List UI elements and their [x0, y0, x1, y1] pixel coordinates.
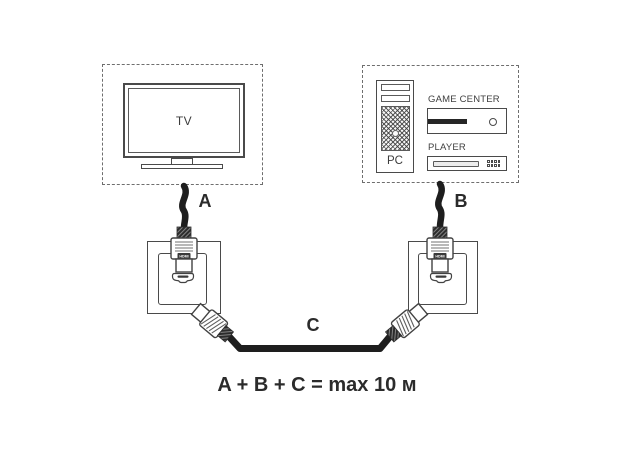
tv: TV — [123, 83, 245, 158]
game-center-unit — [427, 108, 507, 134]
player-button — [487, 163, 490, 167]
length-formula: A + B + C = max 10 м — [217, 374, 417, 396]
pc-drive-bay — [381, 84, 410, 91]
player-button — [497, 160, 501, 163]
player-button — [490, 163, 494, 167]
player-unit — [427, 156, 507, 171]
game-center-label: GAME CENTER — [428, 94, 500, 105]
tv-stand-base — [141, 164, 223, 169]
player-button — [494, 160, 497, 163]
player-disc-tray — [433, 161, 479, 167]
player-button — [490, 160, 494, 163]
pc-vent-mesh — [381, 105, 410, 151]
player-button — [494, 163, 497, 167]
tv-label: TV — [175, 113, 193, 128]
wall-plate-right-inner — [418, 253, 467, 305]
pc-drive-bay — [381, 94, 410, 102]
player-label: PLAYER — [428, 142, 466, 153]
game-center-power-button-icon — [489, 117, 497, 126]
cable-c — [225, 333, 394, 352]
cable-a-label: A — [198, 191, 212, 211]
pc-power-button-icon — [392, 130, 399, 137]
player-button — [487, 160, 490, 163]
player-buttons — [487, 160, 503, 169]
tv-screen: TV — [128, 88, 240, 153]
cable-b-label: B — [454, 191, 468, 211]
wall-plate-left-inner — [158, 253, 207, 305]
pc-tower: PC — [376, 80, 414, 173]
cable-a — [179, 182, 189, 232]
cable-c-label: C — [306, 315, 320, 335]
player-button — [497, 163, 501, 167]
cable-b — [435, 180, 445, 231]
pc-label: PC — [387, 155, 403, 167]
game-center-disc-slot — [428, 119, 467, 124]
